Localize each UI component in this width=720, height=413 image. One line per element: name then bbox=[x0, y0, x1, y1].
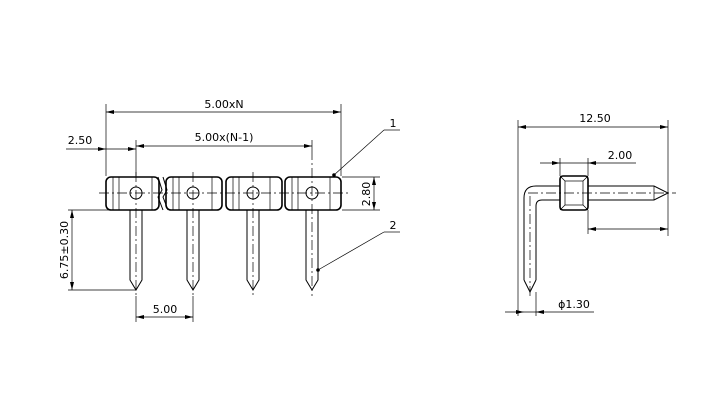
dim-pin-diameter-label: ϕ1.30 bbox=[558, 298, 590, 311]
callout-1: 1 bbox=[332, 117, 400, 177]
dim-pin-pitch: 5.00 bbox=[135, 296, 194, 322]
dim-body-height-label: 2.80 bbox=[360, 182, 373, 207]
housing-body bbox=[105, 176, 342, 211]
dim-total-length-label: 12.50 bbox=[579, 112, 611, 125]
front-view: 5.00xN 5.00x(N-1) 2.50 2.80 bbox=[58, 98, 400, 322]
dim-pin-reference bbox=[587, 210, 668, 234]
pins bbox=[129, 150, 319, 296]
dim-insulator-label: 2.00 bbox=[608, 149, 633, 162]
dim-insulator: 2.00 bbox=[540, 149, 636, 176]
bent-pin bbox=[523, 185, 670, 294]
callout-2: 2 bbox=[316, 219, 400, 272]
dim-total-width: 5.00xN bbox=[105, 98, 342, 176]
dim-pitch-span: 5.00x(N-1) bbox=[135, 131, 313, 176]
dim-total-length: 12.50 bbox=[517, 112, 669, 316]
dim-pitch-span-label: 5.00x(N-1) bbox=[195, 131, 254, 144]
dim-total-width-label: 5.00xN bbox=[204, 98, 243, 111]
dim-pin-diameter: ϕ1.30 bbox=[505, 292, 594, 316]
dim-pin-length: 6.75±0.30 bbox=[58, 209, 136, 291]
callout-2-label: 2 bbox=[390, 219, 397, 232]
dim-body-height: 2.80 bbox=[342, 176, 380, 211]
dim-pin-pitch-label: 5.00 bbox=[153, 303, 178, 316]
dim-offset-label: 2.50 bbox=[68, 134, 93, 147]
dim-pin-length-label: 6.75±0.30 bbox=[58, 221, 71, 279]
callout-1-label: 1 bbox=[390, 117, 397, 130]
dim-offset: 2.50 bbox=[66, 134, 136, 151]
side-view: 12.50 2.00 ϕ1.30 bbox=[505, 112, 676, 316]
